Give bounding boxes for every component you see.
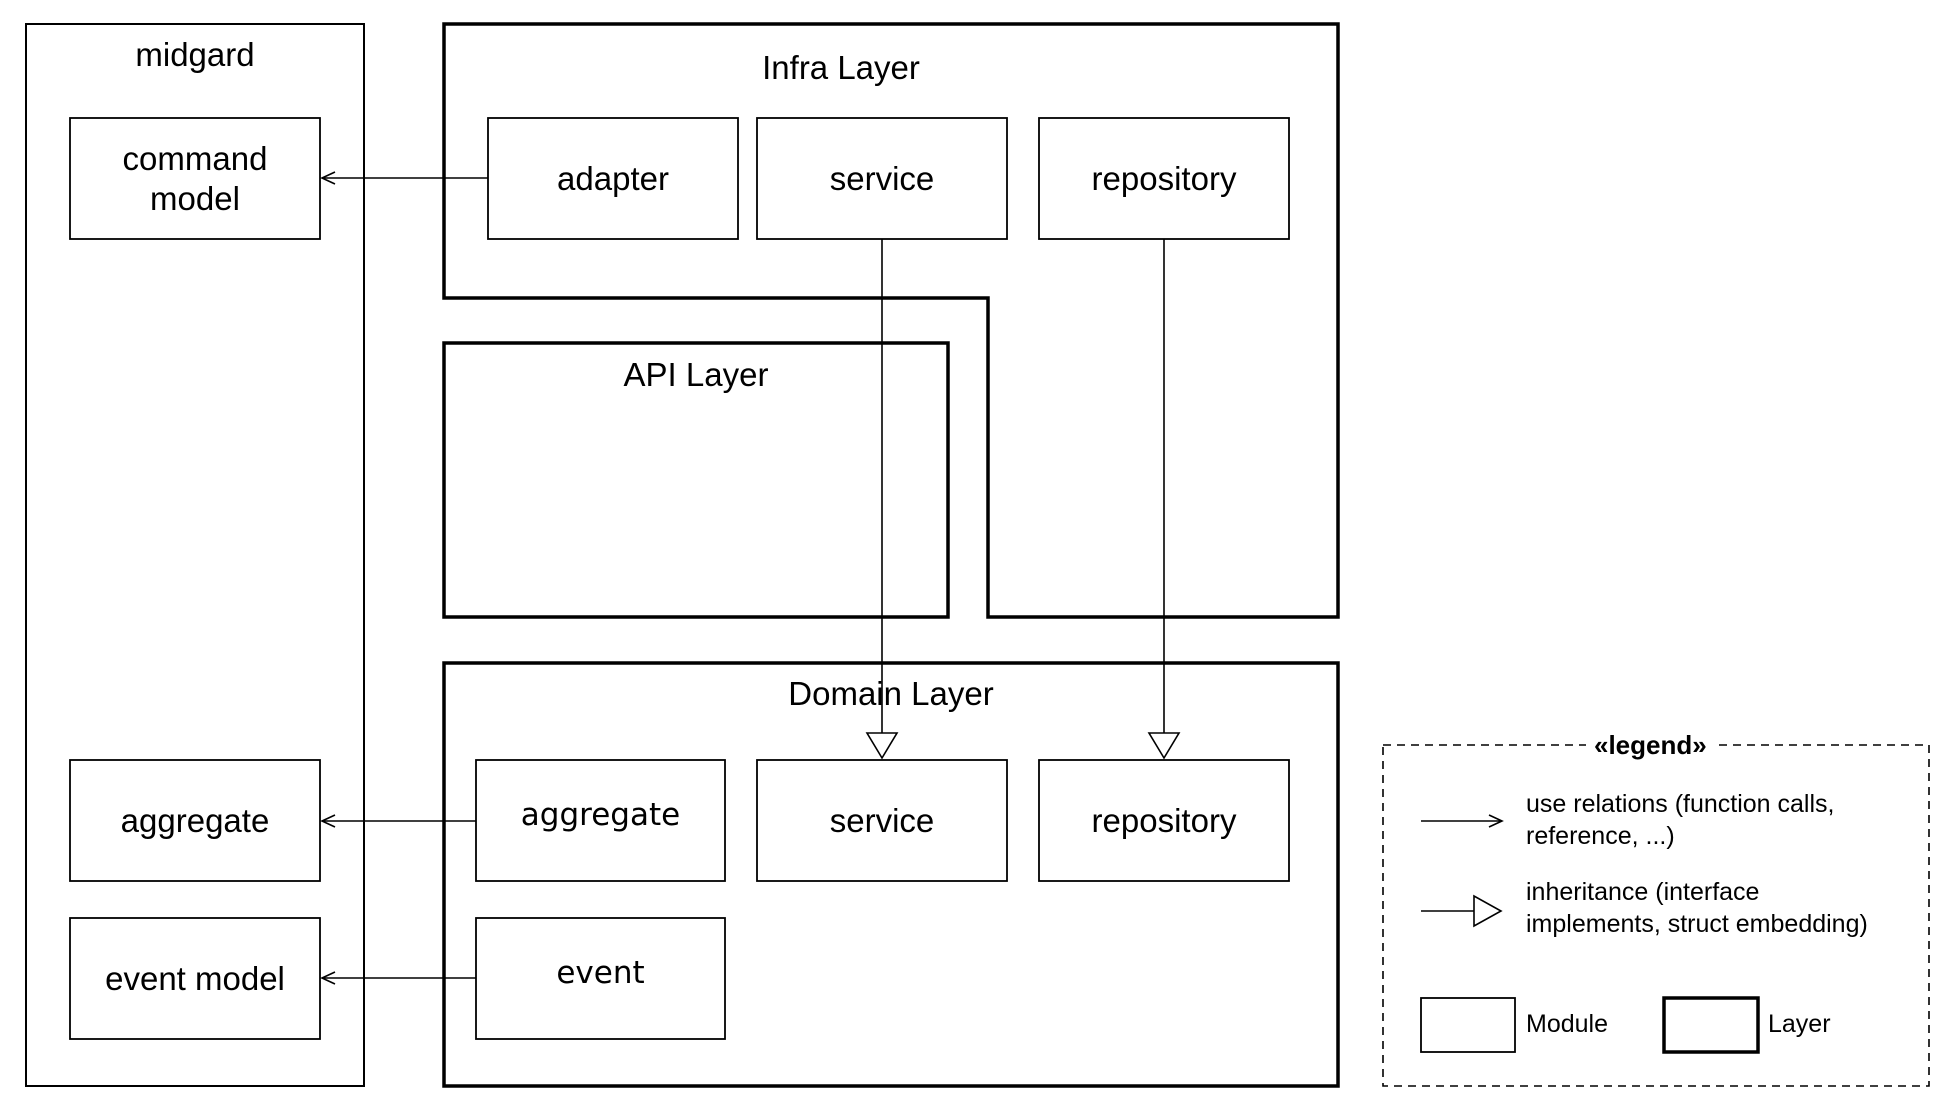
legend-module-label: Module bbox=[1526, 1010, 1608, 1038]
domain-repository-label: repository bbox=[1091, 801, 1237, 839]
infra-adapter-label: adapter bbox=[557, 159, 669, 197]
legend-module-swatch bbox=[1420, 997, 1516, 1053]
domain-aggregate-label: aggregate bbox=[520, 797, 681, 834]
legend-title: «legend» bbox=[1586, 730, 1715, 761]
service-inheritance-triangle bbox=[865, 732, 899, 760]
midgard-command-model-box bbox=[69, 117, 321, 240]
midgard-event-model-label: event model bbox=[105, 959, 285, 997]
domain-event-label: event bbox=[556, 955, 645, 992]
midgard-command-model-label: command model bbox=[122, 139, 268, 217]
api-layer-frame bbox=[442, 341, 950, 619]
midgard-event-model-box bbox=[69, 917, 321, 1040]
api-layer-title: API Layer bbox=[623, 356, 769, 394]
legend-layer-swatch bbox=[1662, 996, 1760, 1054]
infra-layer-title: Infra Layer bbox=[762, 49, 920, 87]
midgard-title: midgard bbox=[135, 36, 255, 74]
repository-inheritance-triangle bbox=[1147, 732, 1181, 760]
midgard-aggregate-label: aggregate bbox=[120, 801, 270, 839]
domain-service-box bbox=[756, 759, 1008, 882]
midgard-frame bbox=[25, 23, 365, 1087]
domain-layer-title: Domain Layer bbox=[788, 675, 994, 713]
legend-use-relations-label: use relations (function calls, reference… bbox=[1526, 790, 1835, 850]
infra-service-label: service bbox=[829, 159, 935, 197]
legend-layer-label: Layer bbox=[1768, 1010, 1831, 1038]
domain-layer-frame bbox=[442, 661, 1340, 1088]
legend-inheritance-triangle bbox=[1473, 894, 1503, 928]
infra-repository-label: repository bbox=[1091, 159, 1237, 197]
infra-layer-frame bbox=[442, 22, 1340, 619]
midgard-aggregate-box bbox=[69, 759, 321, 882]
domain-repository-box bbox=[1038, 759, 1290, 882]
domain-service-label: service bbox=[829, 801, 935, 839]
legend-inheritance-label: inheritance (interface implements, struc… bbox=[1526, 878, 1868, 938]
